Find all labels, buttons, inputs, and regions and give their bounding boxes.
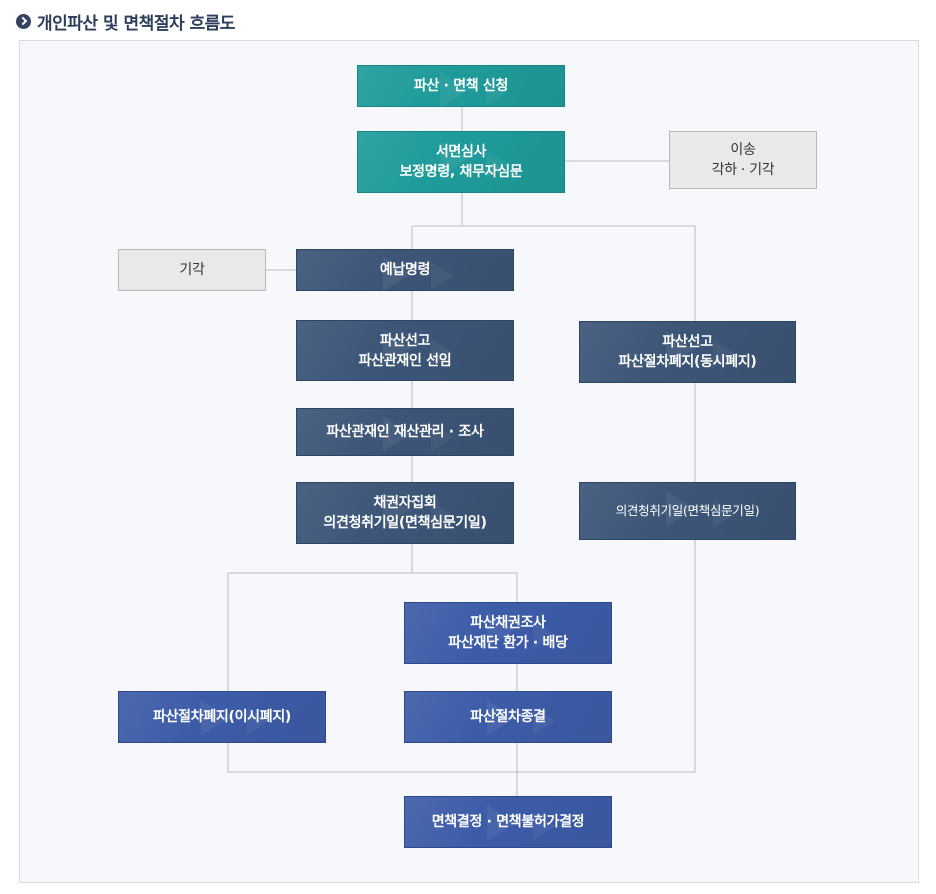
page-title-text: 개인파산 및 면책절차 흐름도 [37,13,235,34]
flow-step-dismiss: 기각 [118,249,266,291]
flow-step-claims: 파산채권조사 파산재단 환가 · 배당 [404,602,612,664]
flow-step-hearing: 의견청취기일(면책심문기일) [579,482,796,540]
flow-step-declare-simultaneous: 파산선고 파산절차폐지(동시폐지) [579,321,796,383]
chevron-right-circle-icon [16,13,31,29]
flow-step-transfer: 이송 각하 · 기각 [669,131,817,189]
connector-review-split [461,192,696,321]
flow-step-prepay: 예납명령 [296,249,514,291]
flow-step-review: 서면심사 보정명령, 채무자심문 [357,131,565,193]
flow-step-declare: 파산선고 파산관재인 선임 [296,320,514,381]
connector-merge-bottom [227,539,696,773]
page-title: 개인파산 및 면책절차 흐름도 [16,8,235,34]
connector-split-claims [228,572,518,602]
flow-step-close: 파산절차종결 [404,691,612,743]
flow-step-abolish: 파산절차폐지(이시폐지) [118,691,326,743]
flow-step-decision: 면책결정 · 면책불허가결정 [404,796,612,848]
flow-step-trustee: 파산관재인 재산관리 · 조사 [296,408,514,456]
flow-step-apply: 파산 · 면책 신청 [357,65,565,107]
flow-step-creditors: 채권자집회 의견청취기일(면책심문기일) [296,482,514,544]
